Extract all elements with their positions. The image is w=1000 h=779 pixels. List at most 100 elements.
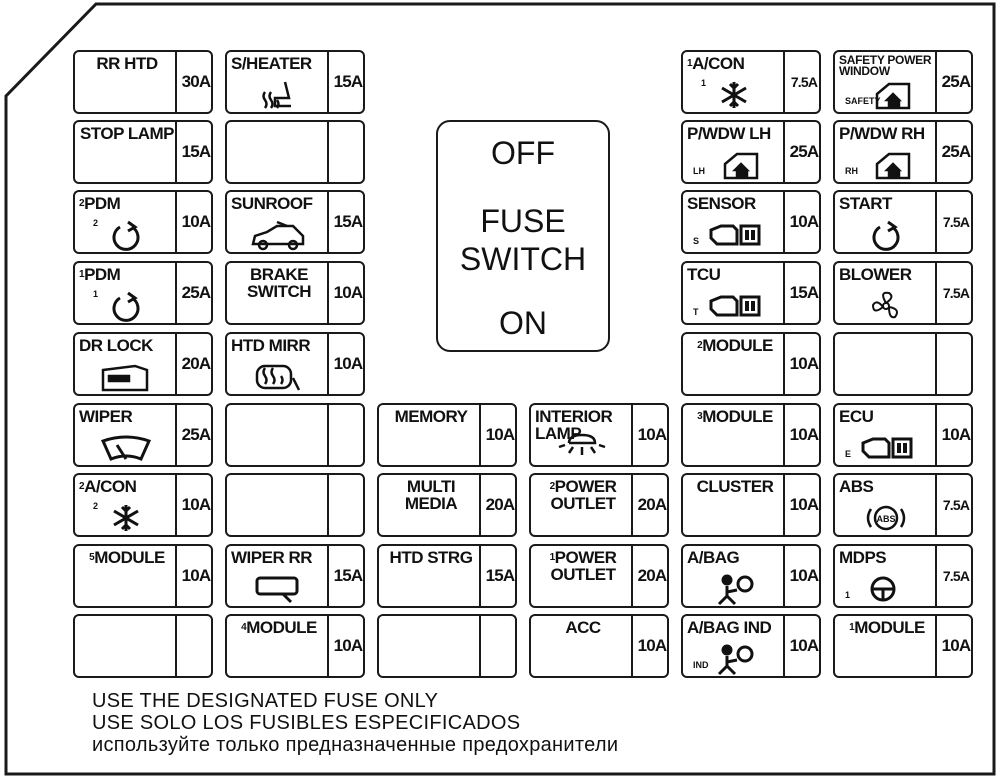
fuse-label: 4MODULE	[231, 619, 327, 636]
snowflake-icon	[703, 78, 765, 112]
fuse-slot-module1[interactable]: 1MODULE 10A	[833, 614, 973, 678]
fuse-index: 5	[89, 552, 95, 563]
fuse-label: 5MODULE	[79, 549, 175, 566]
heated-mirror-icon	[247, 360, 309, 394]
icon-index: 1	[701, 78, 707, 88]
fuse-label: 2PDM	[79, 195, 175, 212]
fuse-divider	[783, 263, 785, 323]
fuse-slot-blank-f[interactable]	[833, 332, 973, 396]
fuse-label: 1MODULE	[839, 619, 935, 636]
fuse-label: ECU	[839, 408, 935, 425]
fuse-label-text: P/WDW LH	[687, 124, 771, 143]
fuse-divider	[479, 616, 481, 676]
fuse-label-text: WIPER RR	[231, 548, 313, 567]
fuse-index: 2	[79, 198, 85, 209]
fuse-label: MDPS	[839, 549, 935, 566]
fuse-label-text: MODULE	[94, 548, 165, 567]
fuse-label-text: SAFETY POWER WINDOW	[839, 53, 932, 78]
fuse-rating: 25A	[789, 142, 820, 161]
fuse-label-text: START	[839, 194, 892, 213]
switch-on-label: ON	[499, 305, 547, 341]
icon-index: 2	[93, 218, 99, 228]
fuse-divider	[783, 192, 785, 252]
fuse-label: 3MODULE	[687, 408, 783, 425]
svg-text:ABS: ABS	[876, 514, 895, 524]
fuse-divider	[327, 546, 329, 606]
fuse-slot-blank-c[interactable]	[225, 473, 365, 537]
fuse-rating: 10A	[941, 636, 972, 655]
fuse-label-text: SUNROOF	[231, 194, 313, 213]
fuse-slot-blank-e[interactable]	[377, 614, 517, 678]
engine-ecu-icon	[703, 289, 765, 323]
fuse-divider	[783, 52, 785, 112]
fuse-slot-stop-lamp[interactable]: STOP LAMP 15A	[73, 120, 213, 184]
fuse-label: RR HTD	[79, 55, 175, 72]
fuse-divider	[935, 52, 937, 112]
fuse-label: S/HEATER	[231, 55, 327, 72]
fuse-label: STOP LAMP	[79, 125, 175, 142]
fuse-rating: 15A	[485, 566, 516, 585]
fuse-label-text: MODULE	[246, 618, 317, 637]
fuse-divider	[631, 616, 633, 676]
fuse-rating: 15A	[181, 142, 212, 161]
fuse-divider	[935, 192, 937, 252]
airbag-icon	[703, 572, 765, 606]
icon-caption: E	[845, 449, 852, 459]
fuse-slot-blank-b[interactable]	[225, 403, 365, 467]
fuse-label-text: MDPS	[839, 548, 887, 567]
icon-index: 1	[93, 289, 99, 299]
fuse-rating: 10A	[637, 636, 668, 655]
window-switch-icon	[703, 148, 765, 182]
fuse-divider	[327, 52, 329, 112]
switch-title-line2: SWITCH	[459, 241, 587, 277]
fuse-label: SUNROOF	[231, 195, 327, 212]
icon-caption: RH	[845, 166, 858, 176]
fuse-divider	[175, 192, 177, 252]
fuse-label-text: PDM	[84, 194, 121, 213]
fuse-divider	[327, 616, 329, 676]
fuse-switch[interactable]: OFF FUSE SWITCH ON	[436, 120, 610, 352]
fuse-rating	[481, 616, 519, 676]
fuse-slot-blank-d[interactable]	[73, 614, 213, 678]
seat-heater-icon	[247, 78, 309, 112]
fuse-divider	[935, 334, 937, 394]
fuse-slot-blank-a[interactable]	[225, 120, 365, 184]
fuse-divider	[175, 122, 177, 182]
